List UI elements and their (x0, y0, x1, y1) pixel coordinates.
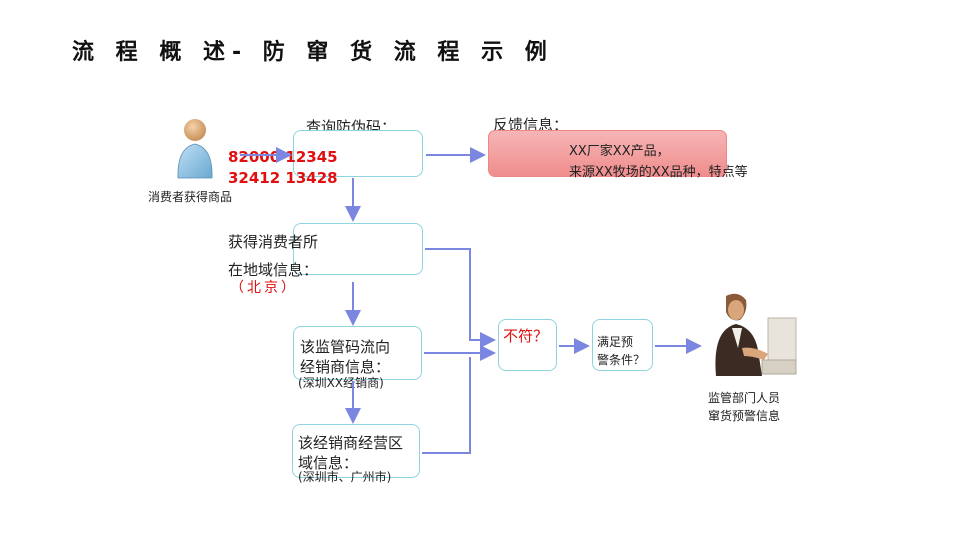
arrow-region-to-mismatch (422, 357, 471, 454)
location-box (293, 223, 423, 275)
mismatch-box (498, 319, 557, 371)
distributor-value: (深圳XX经销商) (298, 376, 384, 390)
distributor-line1: 该监管码流向 (300, 338, 391, 356)
regulator-person-icon (702, 290, 798, 382)
feedback-label: 反馈信息： (493, 116, 569, 134)
location-value: （北京） (230, 280, 298, 296)
feedback-line1: XX厂家XX产品， (569, 144, 670, 159)
page-title: 流 程 概 述- 防 窜 货 流 程 示 例 (72, 40, 554, 65)
location-line2: 在地域信息： (228, 261, 319, 279)
feedback-box (488, 130, 727, 177)
distributor-line2: 经销商信息： (300, 358, 391, 376)
region-value: (深圳市、广州市) (298, 470, 392, 484)
security-code-line2: 32412 13428 (228, 169, 338, 187)
alert-line2: 警条件？ (597, 353, 646, 367)
region-line2: 域信息： (298, 454, 359, 472)
region-box (292, 424, 420, 478)
distributor-box (293, 326, 422, 380)
location-line1: 获得消费者所 (228, 233, 319, 251)
alert-line1: 满足预 (597, 335, 634, 349)
feedback-line2: 来源XX牧场的XX品种，特点等 (569, 165, 748, 180)
query-box (293, 130, 423, 177)
mismatch-label: 不符？ (503, 327, 549, 345)
alert-condition-box (592, 319, 653, 371)
region-line1: 该经销商经营区 (298, 434, 404, 452)
regulator-line1: 监管部门人员 (708, 391, 781, 405)
consumer-label: 消费者获得商品 (148, 190, 233, 204)
regulator-line2: 窜货预警信息 (708, 409, 781, 423)
arrow-location-to-mismatch (425, 248, 496, 348)
consumer-person-icon (174, 116, 216, 182)
